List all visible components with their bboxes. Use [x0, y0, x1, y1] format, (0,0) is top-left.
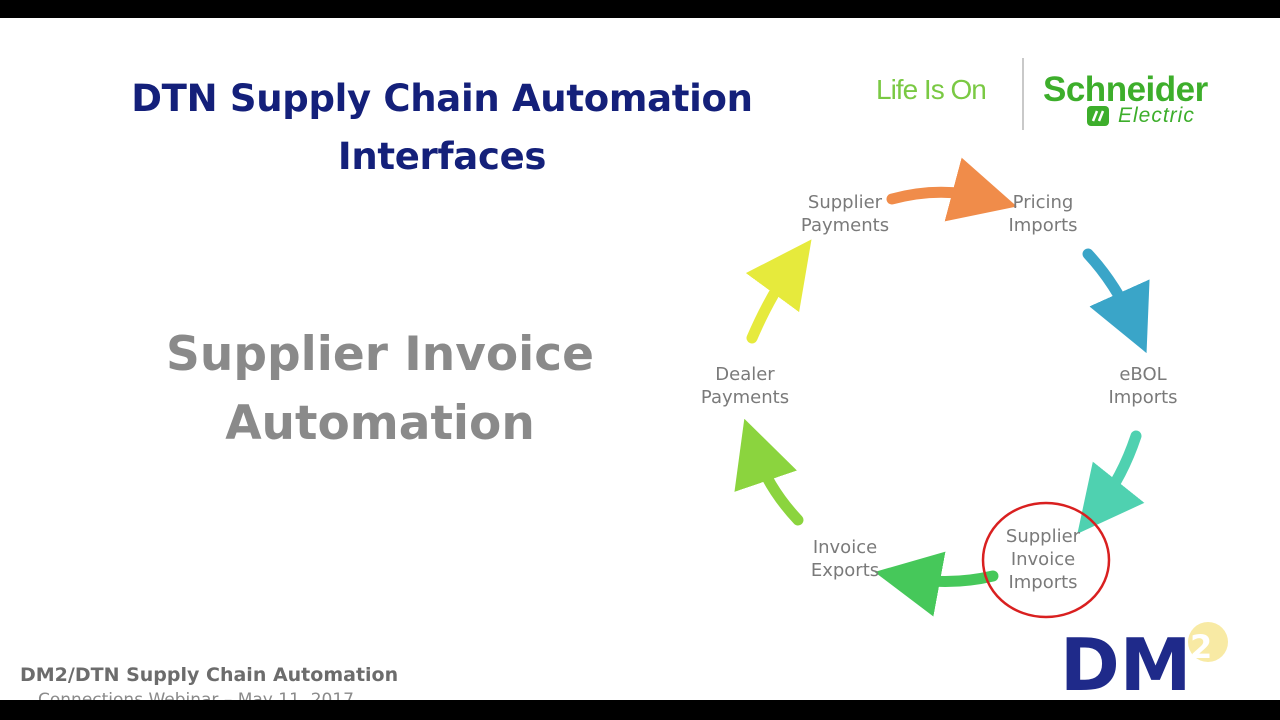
slide-title-line-2: Interfaces	[337, 135, 547, 178]
node-label: Pricing	[1012, 192, 1074, 213]
presentation-slide: DTN Supply Chain Automation Interfaces S…	[0, 18, 1280, 700]
footer-subtitle: Connections Webinar – May 11, 2017	[38, 690, 354, 700]
schneider-logo-icon	[1087, 106, 1109, 126]
node-label: Payments	[700, 387, 790, 408]
process-cycle-diagram	[734, 157, 1150, 619]
node-label: Supplier	[1005, 526, 1081, 547]
dm2-logo: DM 2	[1060, 622, 1228, 700]
node-label: eBOL	[1119, 364, 1167, 385]
arrow-pricing-to-ebol	[1082, 248, 1150, 354]
dm2-logo-superscript: 2	[1190, 628, 1212, 666]
schneider-logo-sub: Electric	[1118, 104, 1195, 127]
node-ebol-imports: eBOL Imports	[1088, 363, 1198, 409]
node-label: Imports	[1008, 215, 1078, 236]
subject-line-1: Supplier Invoice	[166, 327, 594, 382]
node-supplier-invoice-imports: Supplier Invoice Imports	[988, 525, 1098, 594]
arrow-ebol-to-invoice-imports	[1077, 430, 1145, 534]
node-pricing-imports: Pricing Imports	[988, 191, 1098, 237]
node-invoice-exports: Invoice Exports	[790, 536, 900, 582]
arrow-payments-to-pricing	[886, 157, 1017, 222]
node-label: Imports	[1108, 387, 1178, 408]
node-label: Invoice	[812, 537, 878, 558]
node-label: Invoice	[1010, 549, 1076, 570]
video-top-letterbox	[0, 0, 1280, 18]
node-label: Exports	[810, 560, 880, 581]
dm2-logo-text: DM	[1060, 623, 1191, 700]
node-dealer-payments: Dealer Payments	[690, 363, 800, 409]
arrow-invoice-imports-to-exports	[874, 551, 999, 617]
arrow-exports-to-dealer	[734, 418, 804, 526]
highlight-circle	[981, 501, 1111, 619]
node-label: Payments	[800, 215, 890, 236]
life-is-on-tagline: Life Is On	[876, 74, 987, 105]
brand-divider	[1022, 58, 1024, 130]
footer-title: DM2/DTN Supply Chain Automation	[20, 664, 399, 686]
video-bottom-letterbox	[0, 700, 1280, 720]
slide-title: DTN Supply Chain Automation Interfaces	[120, 70, 764, 186]
node-label: Imports	[1008, 572, 1078, 593]
subject-line-2: Automation	[225, 396, 535, 451]
schneider-logo-name: Schneider	[1043, 70, 1208, 109]
node-supplier-payments: Supplier Payments	[790, 191, 900, 237]
arrow-dealer-to-payments	[745, 239, 812, 344]
slide-subject-heading: Supplier Invoice Automation	[150, 320, 610, 458]
node-label: Dealer	[715, 364, 775, 385]
node-label: Supplier	[807, 192, 883, 213]
slide-title-line-1: DTN Supply Chain Automation	[131, 77, 753, 120]
